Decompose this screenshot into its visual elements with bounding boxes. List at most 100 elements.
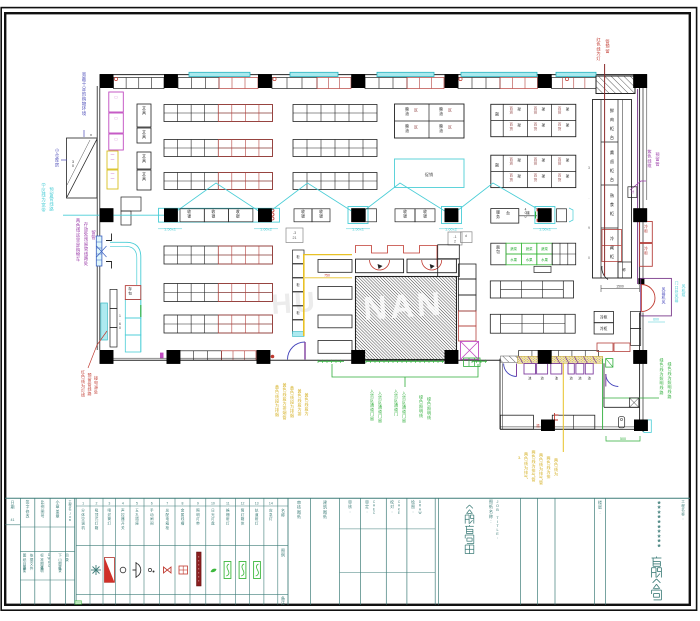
svg-text:6: 6 — [119, 322, 121, 326]
svg-text:筒: 筒 — [241, 507, 245, 512]
svg-text:C: C — [373, 511, 376, 515]
svg-text:E: E — [373, 507, 375, 511]
svg-text:道: 道 — [370, 406, 374, 412]
svg-text:银: 银 — [212, 213, 216, 218]
svg-text:敞: 敞 — [82, 76, 87, 83]
svg-text:收: 收 — [423, 209, 427, 214]
svg-text:11: 11 — [226, 501, 230, 505]
svg-text:具: 具 — [142, 175, 146, 181]
svg-text:通: 通 — [402, 403, 406, 409]
svg-text:货: 货 — [509, 177, 513, 182]
svg-text:区: 区 — [394, 398, 398, 403]
svg-text:*: * — [657, 519, 661, 528]
svg-text:座: 座 — [135, 521, 139, 526]
svg-text:色: 色 — [81, 373, 85, 379]
svg-text:池: 池 — [528, 376, 532, 381]
svg-text:说: 说 — [40, 565, 44, 570]
svg-text:台: 台 — [610, 134, 614, 141]
svg-text:色: 色 — [532, 453, 536, 459]
svg-text:区: 区 — [448, 108, 452, 112]
svg-text:百: 百 — [558, 122, 562, 127]
svg-text:货: 货 — [558, 177, 562, 182]
svg-text:段: 段 — [290, 398, 294, 404]
svg-text:架: 架 — [517, 123, 521, 128]
svg-text:卤: 卤 — [610, 158, 614, 165]
svg-text:灯: 灯 — [81, 387, 85, 393]
svg-text:目: 目 — [58, 566, 61, 570]
svg-text:服: 服 — [496, 209, 500, 214]
svg-text:为: 为 — [668, 374, 672, 380]
svg-text:宽: 宽 — [41, 202, 46, 209]
svg-text:冷柜: 冷柜 — [600, 315, 608, 320]
svg-text:副: 副 — [495, 112, 499, 117]
svg-text:为: 为 — [539, 465, 543, 471]
svg-text:路: 路 — [88, 390, 92, 396]
svg-text:留: 留 — [605, 47, 609, 54]
svg-text:风: 风 — [675, 295, 679, 299]
svg-text:盖: 盖 — [56, 509, 60, 514]
svg-text:一: 一 — [111, 157, 115, 162]
svg-text:色: 色 — [647, 153, 652, 159]
svg-text:C: C — [48, 564, 51, 568]
svg-text:灯: 灯 — [95, 521, 99, 526]
svg-text:为: 为 — [524, 464, 528, 470]
svg-text::: : — [412, 510, 413, 514]
svg-text:线: 线 — [76, 227, 81, 233]
svg-text:接: 接 — [526, 210, 530, 215]
svg-text:银: 银 — [301, 213, 305, 218]
svg-text:灯: 灯 — [196, 516, 200, 521]
svg-text:留: 留 — [88, 376, 92, 382]
svg-text:气: 气 — [539, 475, 543, 481]
svg-text:关: 关 — [121, 525, 125, 530]
svg-text:明: 明 — [196, 513, 200, 517]
svg-text:签: 签 — [26, 500, 30, 505]
svg-text:H: H — [373, 504, 376, 508]
svg-text:路: 路 — [668, 393, 672, 399]
svg-text:备: 备 — [281, 595, 285, 601]
svg-text:留: 留 — [378, 417, 382, 423]
svg-text:黄: 黄 — [290, 385, 294, 391]
svg-text:集: 集 — [23, 568, 27, 573]
svg-text:图: 图 — [40, 562, 44, 566]
svg-text:目: 目 — [65, 552, 69, 557]
svg-text:货: 货 — [534, 161, 538, 166]
svg-text:文: 文 — [142, 153, 146, 159]
svg-text:建: 建 — [323, 499, 327, 505]
svg-text:柜: 柜 — [610, 210, 614, 217]
svg-text:闸: 闸 — [150, 516, 154, 521]
svg-text:入: 入 — [402, 391, 406, 396]
svg-text:纸: 纸 — [23, 557, 27, 562]
svg-text:14: 14 — [269, 501, 273, 505]
svg-text:路: 路 — [49, 206, 54, 213]
svg-text:为: 为 — [275, 402, 279, 408]
svg-text:色: 色 — [660, 361, 664, 367]
svg-text:黄: 黄 — [275, 384, 279, 390]
svg-text:幕: 幕 — [662, 291, 666, 296]
svg-text:500: 500 — [620, 437, 626, 441]
svg-text:货: 货 — [534, 177, 538, 182]
svg-text:柜: 柜 — [644, 250, 648, 255]
svg-text:*: * — [657, 514, 661, 523]
svg-text:架: 架 — [566, 174, 570, 179]
svg-text:段: 段 — [283, 395, 287, 401]
svg-text:两: 两 — [76, 218, 81, 223]
svg-text:架: 架 — [517, 174, 521, 179]
svg-text:存: 存 — [84, 221, 89, 227]
svg-text:称: 称 — [489, 513, 493, 520]
svg-text:管: 管 — [88, 381, 92, 387]
svg-text:急: 急 — [269, 512, 273, 517]
svg-text:色: 色 — [290, 389, 294, 395]
svg-text:油: 油 — [439, 128, 443, 133]
svg-text:O: O — [496, 504, 499, 508]
svg-text:吸: 吸 — [95, 508, 99, 512]
svg-text:0: 0 — [119, 326, 121, 330]
svg-text:藏: 藏 — [610, 244, 615, 251]
svg-text:烟: 烟 — [283, 409, 287, 415]
svg-text:百: 百 — [534, 122, 538, 127]
svg-text:架: 架 — [566, 107, 570, 112]
svg-text:为: 为 — [298, 406, 302, 412]
svg-text:1500: 1500 — [616, 285, 624, 289]
svg-text:线: 线 — [298, 397, 302, 403]
svg-text:区: 区 — [448, 125, 452, 129]
svg-text:入: 入 — [378, 391, 382, 396]
